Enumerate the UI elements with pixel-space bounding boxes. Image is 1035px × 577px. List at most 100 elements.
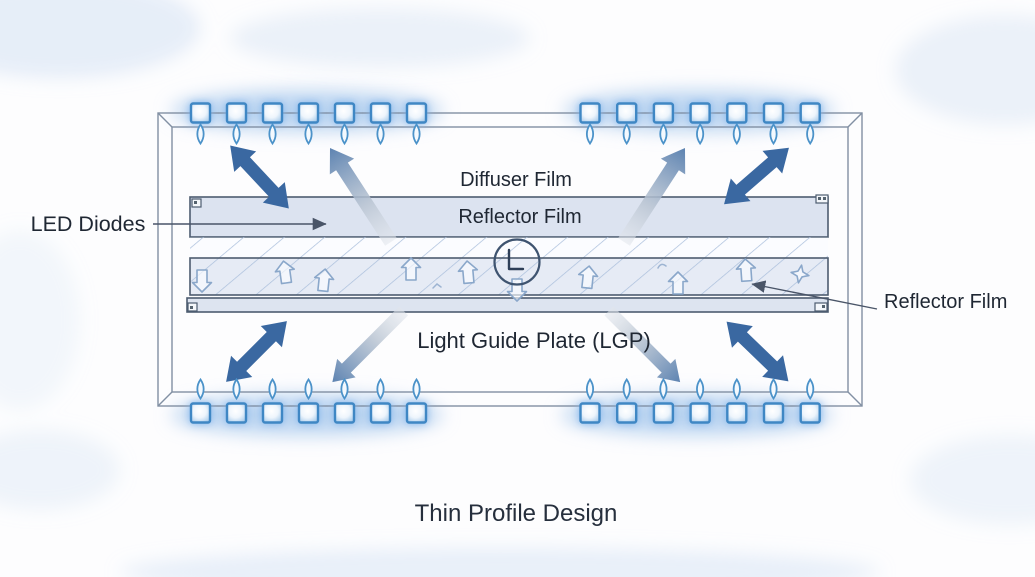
led-square: [616, 402, 638, 424]
reflector-film-right-label: Reflector Film: [884, 291, 1007, 313]
led-droplet-icon: [232, 377, 241, 401]
led-droplet-icon: [196, 377, 205, 401]
led-unit: [616, 102, 638, 146]
scatter-mark: [432, 283, 442, 289]
led-unit: [689, 102, 711, 146]
led-unit: [652, 102, 675, 146]
led-droplet-icon: [340, 122, 349, 146]
led-unit: [726, 102, 748, 146]
led-unit: [225, 102, 248, 146]
led-square: [225, 102, 248, 124]
frame-outer-edge: [157, 112, 863, 407]
led-unit: [799, 102, 821, 146]
led-droplet-icon: [769, 122, 778, 146]
led-square: [333, 102, 356, 124]
led-unit: [762, 102, 785, 146]
led-droplet-icon: [659, 377, 668, 401]
led-unit: [689, 377, 711, 424]
led-square: [405, 402, 428, 424]
led-unit: [297, 377, 320, 424]
led-unit: [189, 377, 212, 424]
led-droplet-icon: [304, 122, 313, 146]
led-droplet-icon: [268, 122, 277, 146]
lgp-extraction-arrows: [191, 257, 812, 302]
diagram-caption: Thin Profile Design: [415, 500, 618, 527]
led-unit: [616, 377, 638, 424]
led-square: [297, 402, 320, 424]
corner-handle-icon: [191, 198, 202, 208]
reflector-film-layer: [189, 196, 829, 238]
corner-handle-icon: [814, 302, 828, 312]
led-droplet-icon: [806, 377, 815, 401]
led-square: [579, 402, 601, 424]
led-square: [726, 102, 748, 124]
led-droplet-icon: [696, 377, 705, 401]
led-square: [297, 102, 320, 124]
led-unit: [652, 377, 675, 424]
bottom-reflector-layer: [186, 297, 829, 313]
led-square: [189, 102, 212, 124]
led-unit: [405, 102, 428, 146]
led-square: [689, 402, 711, 424]
led-droplet-icon: [769, 377, 778, 401]
led-square: [762, 402, 785, 424]
led-droplet-icon: [659, 122, 668, 146]
led-droplet-icon: [696, 122, 705, 146]
led-strips: [189, 102, 821, 424]
led-droplet-icon: [376, 122, 385, 146]
led-square: [689, 102, 711, 124]
light-guide-plate-label: Light Guide Plate (LGP): [417, 328, 651, 353]
frame-bevel: [157, 112, 173, 128]
led-square: [333, 402, 356, 424]
led-unit: [799, 377, 821, 424]
led-unit: [762, 377, 785, 424]
led-square: [616, 102, 638, 124]
corner-handle-icon: [815, 194, 829, 204]
led-droplet-icon: [585, 122, 595, 146]
led-droplet-icon: [732, 377, 741, 401]
led-unit: [726, 377, 748, 424]
led-unit: [297, 102, 320, 146]
led-droplet-icon: [585, 377, 595, 401]
led-droplet-icon: [340, 377, 349, 401]
corner-handle-icon: [187, 302, 198, 312]
led-droplet-icon: [304, 377, 313, 401]
led-square: [799, 402, 821, 424]
led-unit: [225, 377, 248, 424]
led-unit: [189, 102, 212, 146]
diffuser-film-label: Diffuser Film: [460, 169, 572, 191]
led-square: [261, 402, 284, 424]
led-square: [799, 102, 821, 124]
display-frame: [157, 112, 863, 407]
frame-bevel: [847, 391, 863, 407]
led-square: [369, 402, 392, 424]
gradient-arrow-icon: [323, 301, 413, 392]
scatter-mark: [657, 263, 667, 269]
led-square: [225, 402, 248, 424]
led-droplet-icon: [622, 377, 631, 401]
led-square: [261, 102, 284, 124]
led-droplet-icon: [232, 122, 241, 146]
led-droplet-icon: [196, 122, 205, 146]
led-unit: [369, 102, 392, 146]
led-unit: [333, 102, 356, 146]
led-droplet-icon: [806, 122, 815, 146]
led-diodes-label: LED Diodes: [31, 212, 146, 236]
frame-bevel: [157, 391, 173, 407]
led-droplet-icon: [268, 377, 277, 401]
led-unit: [405, 377, 428, 424]
frame-bevel: [847, 112, 863, 128]
led-droplet-icon: [376, 377, 385, 401]
led-unit: [333, 377, 356, 424]
led-unit: [369, 377, 392, 424]
led-unit: [579, 377, 601, 424]
lens-detail-callout: [493, 238, 541, 286]
led-droplet-icon: [622, 122, 631, 146]
frame-inner-edge: [171, 126, 849, 393]
led-unit: [261, 102, 284, 146]
led-square: [652, 102, 675, 124]
led-square: [652, 402, 675, 424]
